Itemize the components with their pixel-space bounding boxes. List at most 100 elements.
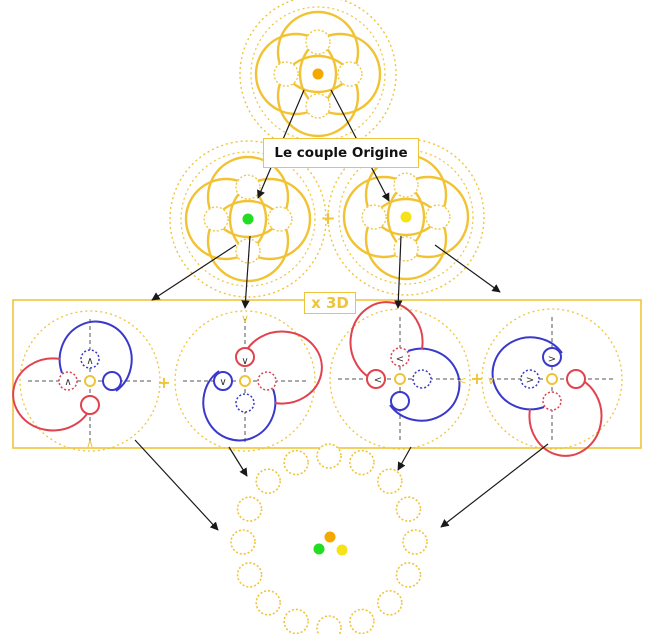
panel-center <box>239 375 251 387</box>
knot-crossing-circle <box>337 61 363 87</box>
ring-circle <box>255 590 281 616</box>
flow-arrow <box>134 439 219 531</box>
knot-crossing-circle <box>235 174 261 200</box>
panel-center <box>546 373 558 385</box>
blue-curve <box>491 336 563 411</box>
direction-mark: < <box>396 354 404 365</box>
knot-lobe <box>276 10 360 94</box>
center-dot-orange <box>324 531 336 543</box>
knot-lobe <box>298 32 382 116</box>
ring-circle <box>230 529 256 555</box>
knot-lobe <box>386 175 470 259</box>
blue-end-node <box>390 391 410 411</box>
ring-circle <box>316 443 342 469</box>
knot-crossing-circle <box>273 61 299 87</box>
spiral-curves <box>12 320 133 432</box>
ring-of-circles <box>230 443 428 634</box>
red-end-node <box>235 347 255 367</box>
origin-couple-label: Le couple Origine <box>263 138 419 168</box>
spiral-curves <box>349 301 461 422</box>
knot-lobe <box>206 155 290 239</box>
spiral-curves <box>202 330 323 442</box>
red-node <box>542 391 562 411</box>
direction-mark: ∨ <box>241 356 248 367</box>
knot-crossing-circle <box>305 29 331 55</box>
inner-dotted-circle <box>180 151 316 287</box>
panel-dotted-circle <box>481 308 623 450</box>
direction-mark: ∨ <box>219 377 226 388</box>
ring-circle <box>395 496 422 522</box>
outer-dotted-circle <box>239 0 397 153</box>
direction-mark: ∧ <box>64 377 71 388</box>
knot-lobe <box>206 199 290 283</box>
knot-crossing-circle <box>203 206 229 232</box>
x3d-label: x 3D <box>304 292 356 314</box>
knot-crossing-circle <box>235 238 261 264</box>
knot-crossing-circle <box>267 206 293 232</box>
knot-crossing-circle <box>393 236 419 262</box>
knot-crossing-circle <box>425 204 451 230</box>
ring-circle <box>236 562 263 588</box>
plus-sign: + <box>470 369 483 388</box>
blue-node <box>412 369 432 389</box>
ring-circle <box>349 449 375 476</box>
blue-end-node <box>102 371 122 391</box>
panel-dotted-circle <box>19 310 161 452</box>
spiral-panel-2 <box>174 310 323 452</box>
flow-arrow <box>394 235 403 309</box>
ring-circle <box>402 529 428 555</box>
flow-arrow <box>228 446 248 477</box>
blue-curve <box>389 347 461 422</box>
knot-crossing-circle <box>361 204 387 230</box>
ring-circle <box>255 468 281 494</box>
knot-lobe <box>364 197 448 281</box>
center-dot-green <box>313 543 325 555</box>
knot-lobe <box>276 54 360 138</box>
knot-lobe <box>228 177 312 261</box>
plus-sign: + <box>320 208 335 229</box>
center-dot <box>312 68 324 80</box>
direction-mark: > <box>526 375 534 386</box>
center-dot <box>400 211 412 223</box>
flow-arrow <box>151 244 237 301</box>
blue-node <box>235 393 255 413</box>
panel-dotted-circle <box>329 308 471 450</box>
knot-lobe <box>184 177 268 261</box>
blue-node <box>520 369 540 389</box>
flow-arrow <box>397 446 412 471</box>
ring-circle <box>283 449 309 476</box>
flow-arrow <box>434 244 501 293</box>
blue-end-node <box>542 347 562 367</box>
red-node <box>390 347 410 367</box>
spiral-panel-1 <box>12 310 161 452</box>
flow-arrow <box>440 443 549 528</box>
red-curve <box>349 301 424 382</box>
spiral-panel-3 <box>329 301 471 450</box>
direction-mark: ∨ <box>241 312 249 325</box>
ring-circle <box>377 468 403 494</box>
blue-node <box>80 349 100 369</box>
direction-mark: ∧ <box>86 437 94 450</box>
center-dot <box>242 213 254 225</box>
panel-center <box>394 373 406 385</box>
red-end-node <box>366 369 386 389</box>
knot-crossing-circle <box>393 172 419 198</box>
knot-left <box>169 140 327 298</box>
outer-dotted-circle <box>169 140 327 298</box>
center-dot-yellow <box>336 544 348 556</box>
spiral-curves <box>491 336 603 457</box>
direction-mark: < <box>374 375 382 386</box>
ring-circle <box>236 496 263 522</box>
panel-center <box>84 375 96 387</box>
red-end-node <box>80 395 100 415</box>
knot-lobe <box>254 32 338 116</box>
spiral-panel-4 <box>481 308 623 457</box>
knot-right <box>327 138 485 296</box>
direction-mark: < <box>457 374 466 387</box>
red-node <box>58 371 78 391</box>
red-curve <box>528 376 603 457</box>
red-end-node <box>566 369 586 389</box>
direction-mark: ∨ <box>487 374 495 387</box>
red-curve <box>242 330 323 405</box>
